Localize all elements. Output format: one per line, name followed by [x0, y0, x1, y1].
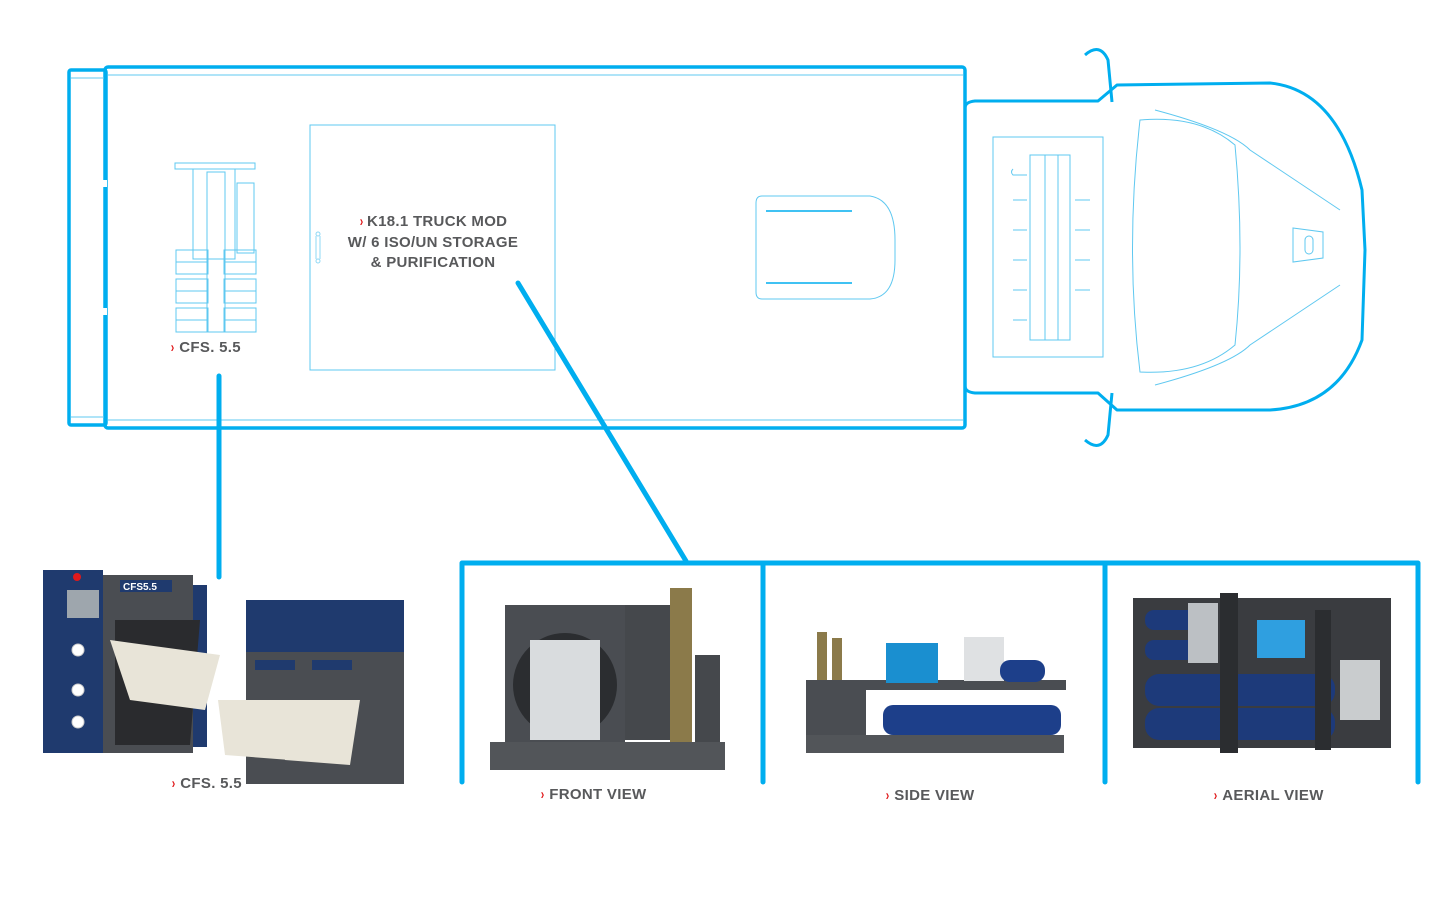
chevron-bullet-icon: › [170, 339, 175, 356]
roof-hatch [755, 195, 896, 300]
side-view-label: ›SIDE VIEW [885, 787, 975, 804]
chevron-bullet-icon: › [359, 213, 364, 230]
aerial-view-image[interactable] [1133, 593, 1391, 753]
chevron-bullet-icon: › [885, 787, 890, 804]
cfs-product-label: ›CFS. 5.5 [171, 775, 242, 792]
chevron-bullet-icon: › [1213, 787, 1218, 804]
truck-cab-details [992, 109, 1341, 386]
cfs-product-image[interactable]: CFS5.5 [43, 570, 404, 784]
cfs-plan-label: ›CFS. 5.5 [170, 339, 241, 356]
truck-body-outline [67, 65, 967, 430]
aerial-view-label: ›AERIAL VIEW [1213, 787, 1324, 804]
truck-body-inner-lines [71, 74, 963, 421]
front-view-label: ›FRONT VIEW [540, 786, 647, 803]
cfs-plan-outline[interactable] [174, 162, 257, 333]
chevron-bullet-icon: › [171, 775, 176, 792]
module-handle [315, 231, 321, 264]
cfs-badge: CFS5.5 [123, 582, 157, 593]
k18-module-label: ›K18.1 TRUCK MOD W/ 6 ISO/UN STORAGE & P… [347, 213, 519, 271]
hinge-mark [103, 180, 107, 187]
truck-cab-outline [963, 48, 1367, 447]
connector-lines [216, 280, 1421, 785]
views-bracket [459, 560, 1421, 785]
hinge-mark [103, 308, 107, 315]
front-view-image[interactable] [490, 588, 725, 770]
chevron-bullet-icon: › [540, 786, 545, 803]
k18-module-outline[interactable] [309, 124, 556, 371]
k18-connector-line [515, 280, 689, 564]
side-view-image[interactable] [806, 632, 1066, 753]
